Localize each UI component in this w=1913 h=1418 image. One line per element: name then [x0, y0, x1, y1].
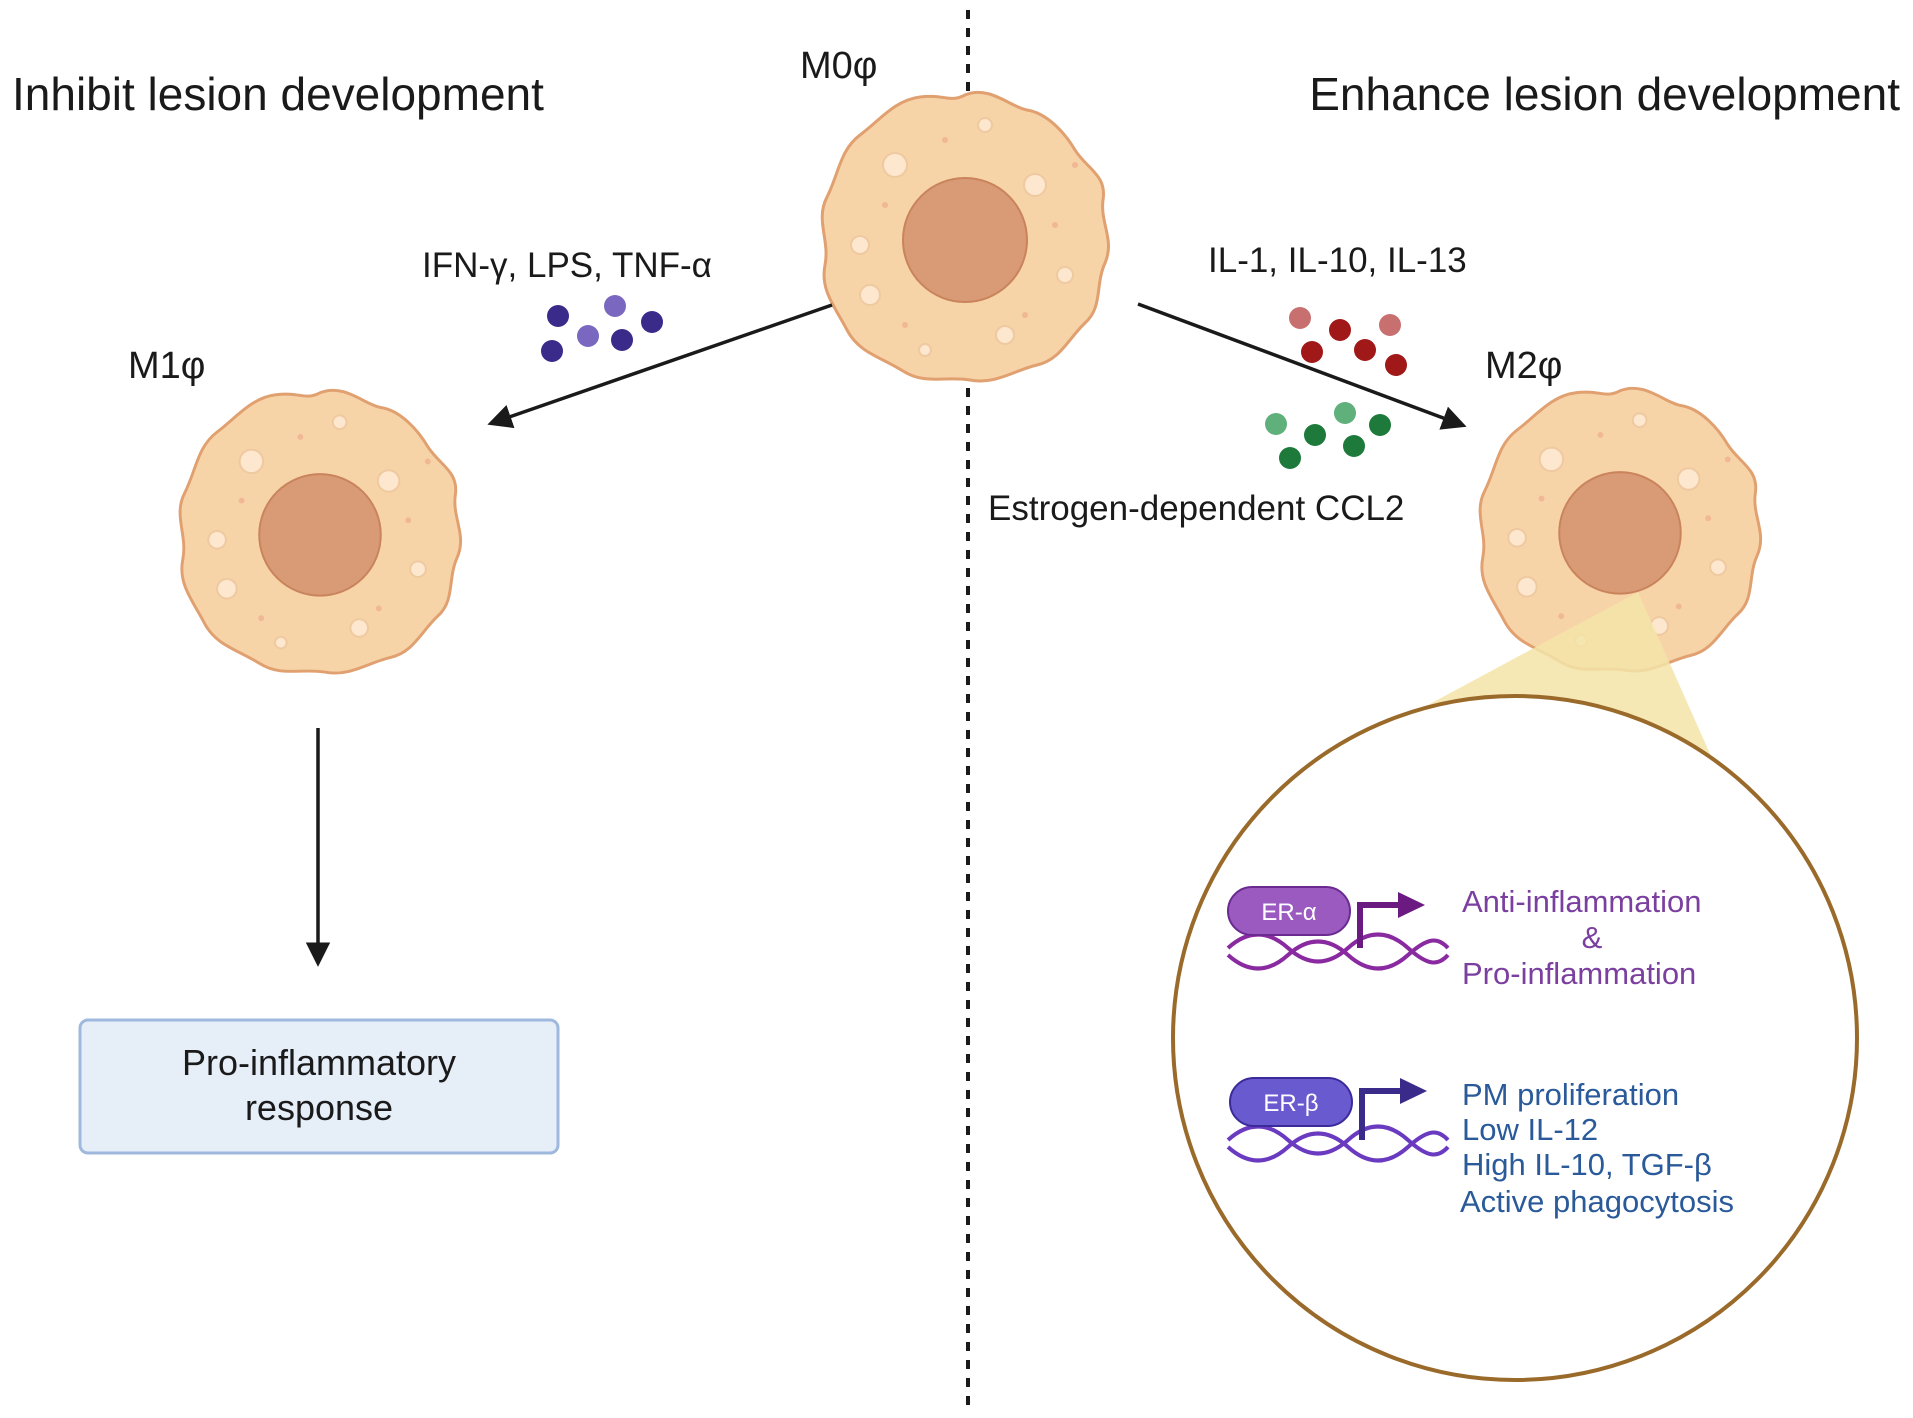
arrow-m0-to-m2 — [1137, 302, 1467, 430]
left-heading: Inhibit lesion development — [12, 68, 544, 120]
right-heading: Enhance lesion development — [1309, 68, 1900, 120]
er-beta-effect-1: PM proliferation — [1462, 1077, 1679, 1112]
er-alpha-effect-2: & — [1582, 920, 1603, 955]
er-beta-effect-4: Active phagocytosis — [1460, 1184, 1734, 1219]
response-box-line2: response — [245, 1087, 393, 1128]
er-alpha-gene-diagram — [1226, 886, 1450, 971]
m1-macrophage — [178, 388, 463, 675]
pro-inflammatory-response-box — [78, 1018, 560, 1155]
zoom-circle — [1171, 694, 1859, 1382]
m1-label: M1φ — [128, 345, 205, 387]
er-alpha-effect-3: Pro-inflammation — [1462, 956, 1696, 991]
er-beta-effect-3: High IL-10, TGF-β — [1462, 1147, 1712, 1182]
m1-stimuli-molecules — [541, 295, 663, 362]
response-box-line1: Pro-inflammatory — [182, 1042, 456, 1083]
arrow-m0-to-m1 — [487, 303, 833, 429]
er-beta-gene-diagram — [1226, 1077, 1450, 1163]
er-beta-effect-2: Low IL-12 — [1462, 1112, 1598, 1147]
m2-chemokine-label: Estrogen-dependent CCL2 — [988, 489, 1404, 528]
m1-stimuli-label: IFN-γ, LPS, TNF-α — [422, 246, 712, 285]
er-alpha-effect-1: Anti-inflammation — [1462, 884, 1701, 919]
er-beta-label: ER-β — [1263, 1090, 1318, 1117]
m2-label: M2φ — [1485, 345, 1562, 387]
m2-chemokine-molecules — [1265, 402, 1391, 469]
m0-macrophage — [820, 90, 1110, 383]
m2-cytokines-label: IL-1, IL-10, IL-13 — [1208, 241, 1467, 280]
er-alpha-label: ER-α — [1261, 899, 1316, 926]
m0-label: M0φ — [800, 45, 877, 87]
m2-cytokine-molecules — [1289, 307, 1407, 376]
